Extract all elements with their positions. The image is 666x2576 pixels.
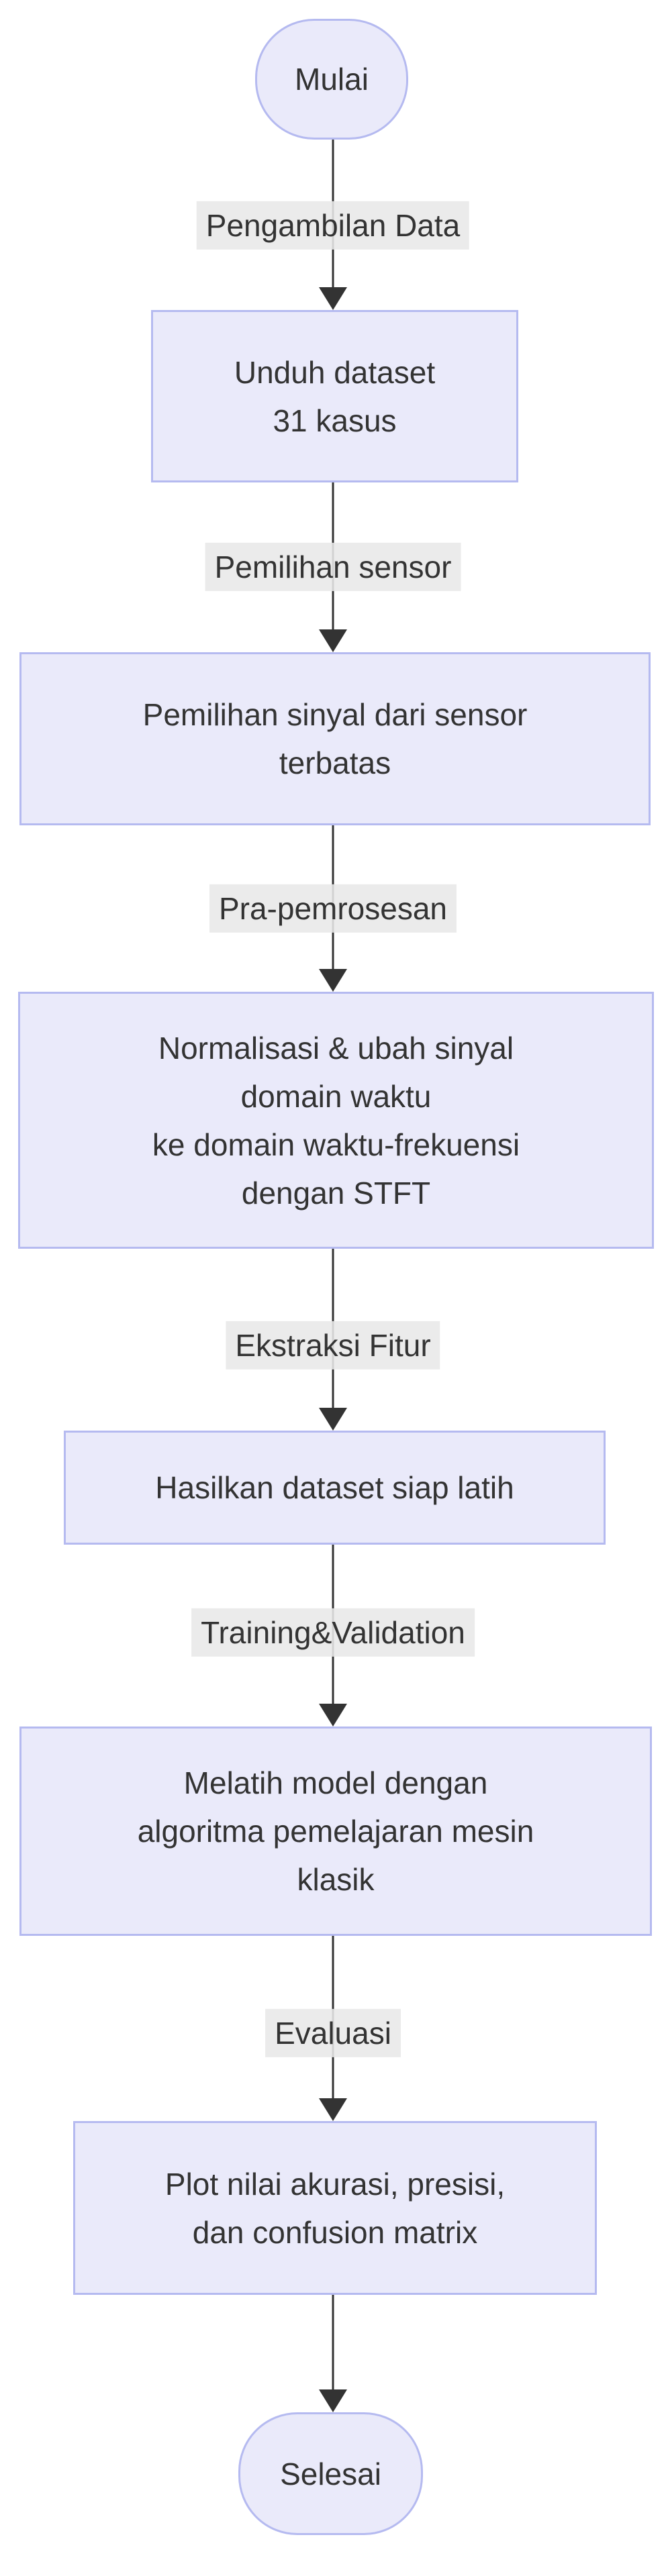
- node-label-line: Pemilihan sinyal dari sensor: [142, 697, 528, 732]
- node-unduh-dataset: Unduh dataset 31 kasus: [151, 310, 518, 482]
- edge-label-pengambilan-data: Pengambilan Data: [196, 201, 470, 250]
- node-label-line: 31 kasus: [273, 403, 397, 438]
- node-hasilkan-dataset: Hasilkan dataset siap latih: [64, 1431, 606, 1545]
- node-label-line: Hasilkan dataset siap latih: [155, 1470, 514, 1505]
- node-label-line: Unduh dataset: [234, 354, 436, 390]
- node-label-line: Normalisasi & ubah sinyal: [158, 1030, 514, 1066]
- node-end-selesai: Selesai: [238, 2412, 423, 2535]
- edge-line-7: [332, 2295, 334, 2389]
- node-label-line: domain waktu: [240, 1078, 432, 1114]
- edge-label-ekstraksi-fitur: Ekstraksi Fitur: [226, 1321, 440, 1370]
- node-label-line: dan confusion matrix: [192, 2214, 478, 2250]
- node-start-mulai: Mulai: [255, 19, 408, 140]
- node-pemilihan-sinyal: Pemilihan sinyal dari sensor terbatas: [19, 652, 651, 825]
- edge-label-evaluasi: Evaluasi: [265, 2008, 401, 2058]
- node-melatih-model: Melatih model dengan algoritma pemelajar…: [19, 1727, 652, 1936]
- node-label-line: ke domain waktu-frekuensi: [152, 1127, 520, 1162]
- arrowhead-down-icon-3: [319, 969, 347, 992]
- node-label-line: Plot nilai akurasi, presisi,: [164, 2166, 506, 2202]
- arrowhead-down-icon-2: [319, 629, 347, 652]
- node-label-line: terbatas: [279, 745, 391, 780]
- arrowhead-down-icon-6: [319, 2098, 347, 2121]
- node-label-line: Mulai: [295, 62, 369, 97]
- node-label-line: algoritma pemelajaran mesin: [137, 1814, 534, 1849]
- arrowhead-down-icon-1: [319, 287, 347, 310]
- edge-label-training-validation: Training&Validation: [191, 1608, 475, 1657]
- node-label-line: Selesai: [280, 2456, 381, 2491]
- arrowhead-down-icon-4: [319, 1408, 347, 1431]
- node-normalisasi-stft: Normalisasi & ubah sinyal domain waktu k…: [18, 992, 654, 1249]
- node-label-line: klasik: [297, 1862, 375, 1897]
- node-label-line: Melatih model dengan: [183, 1765, 488, 1800]
- arrowhead-down-icon-7: [319, 2389, 347, 2412]
- node-label-line: dengan STFT: [241, 1175, 431, 1210]
- arrowhead-down-icon-5: [319, 1704, 347, 1727]
- edge-label-pra-pemrosesan: Pra-pemrosesan: [209, 884, 457, 933]
- edge-label-pemilihan-sensor: Pemilihan sensor: [205, 542, 461, 592]
- node-plot-evaluasi: Plot nilai akurasi, presisi, dan confusi…: [73, 2121, 597, 2295]
